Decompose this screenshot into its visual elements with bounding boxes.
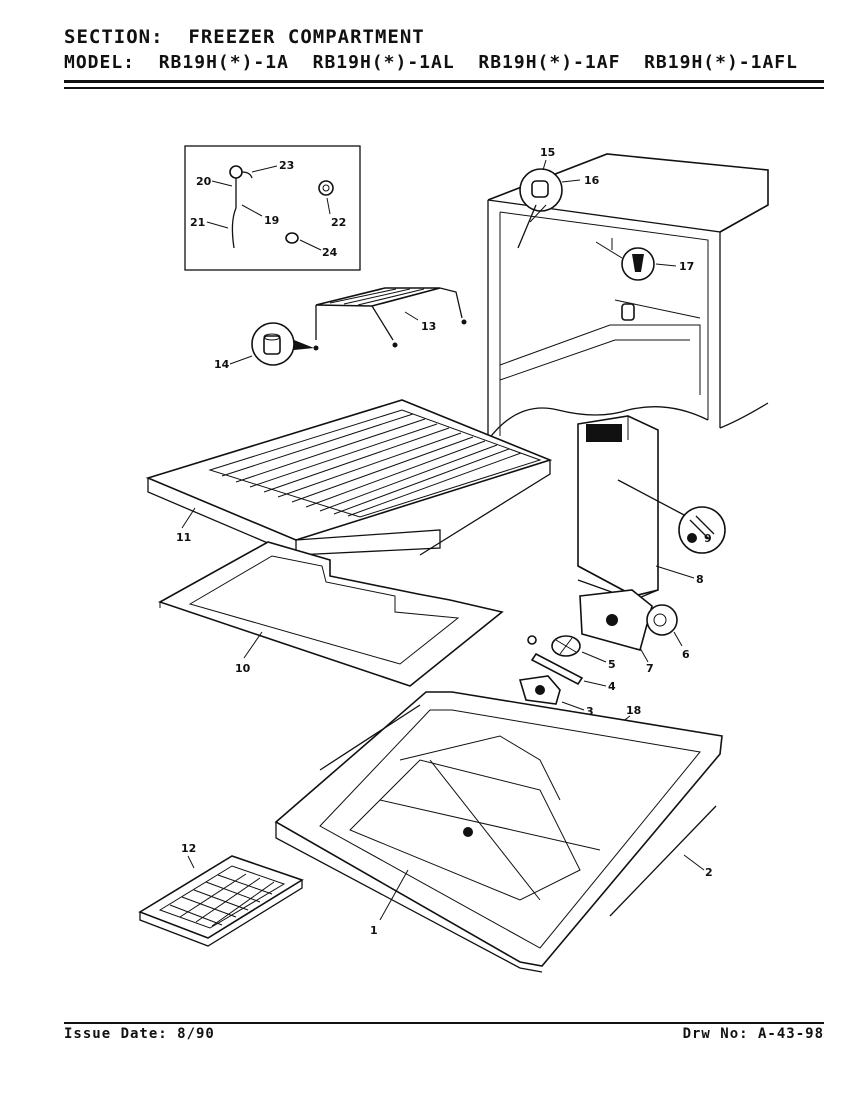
model-number: RB19H(*)-1AFL <box>644 52 798 73</box>
callout-12: 12 <box>181 842 196 855</box>
evaporator-cover: 8 <box>577 415 704 601</box>
callout-21: 21 <box>190 216 205 229</box>
shelf-support-detail: 14 <box>214 322 314 371</box>
callout-18: 18 <box>626 704 641 717</box>
callout-23: 23 <box>279 159 294 172</box>
callout-8: 8 <box>696 573 704 586</box>
freezer-cabinet <box>487 153 769 441</box>
fan-motor: 3 <box>518 675 594 718</box>
fan-shroud: 7 <box>579 589 654 675</box>
callout-15: 15 <box>540 146 555 159</box>
callout-11: 11 <box>176 531 191 544</box>
callout-19: 19 <box>264 214 279 227</box>
bezel-icon <box>285 232 299 244</box>
callout-16: 16 <box>584 174 600 187</box>
header-rule <box>64 87 824 89</box>
callout-3: 3 <box>586 705 594 718</box>
section-heading: SECTION: FREEZER COMPARTMENT <box>64 26 425 48</box>
callout-10: 10 <box>235 662 251 675</box>
fan-blade: 5 <box>527 635 616 671</box>
shelf-glass-insert: 10 <box>158 541 504 687</box>
callout-9: 9 <box>704 532 712 545</box>
thermostat-assembly <box>229 165 253 249</box>
freezer-shelf-rack: 13 <box>313 287 467 351</box>
model-number: RB19H(*)-1AF <box>478 52 621 73</box>
light-bulb-detail: 17 <box>595 241 694 281</box>
callout-13: 13 <box>421 320 436 333</box>
callout-14: 14 <box>214 358 230 371</box>
wire-shelf: 11 <box>145 399 553 556</box>
callout-6: 6 <box>682 648 690 661</box>
inset-detail-box: 23 20 19 21 22 24 <box>184 145 361 271</box>
section-label: SECTION: <box>64 26 164 48</box>
callout-20: 20 <box>196 175 212 188</box>
door-seal-strip: 2 <box>609 805 717 917</box>
grommet-detail: 6 <box>646 604 690 661</box>
knob-icon <box>318 180 334 196</box>
motor-bracket: 4 <box>530 652 616 693</box>
model-number: RB19H(*)-1A <box>158 52 289 73</box>
freezer-liner: 1 <box>274 691 723 973</box>
ice-cube-tray: 12 <box>138 842 304 947</box>
callout-22: 22 <box>331 216 346 229</box>
model-number: RB19H(*)-1AL <box>312 52 455 73</box>
footer-rule <box>64 1022 824 1024</box>
callout-1: 1 <box>370 924 378 937</box>
drawing-number: Drw No: A-43-98 <box>682 1026 824 1042</box>
screw-detail: 9 <box>678 506 726 554</box>
header-rule <box>64 80 824 83</box>
callout-2: 2 <box>705 866 713 879</box>
light-socket-detail: 15 16 <box>517 146 600 249</box>
model-label: MODEL: <box>64 52 136 73</box>
callout-5: 5 <box>608 658 616 671</box>
callout-24: 24 <box>322 246 338 259</box>
section-value: FREEZER COMPARTMENT <box>188 26 425 48</box>
model-heading: MODEL: RB19H(*)-1A RB19H(*)-1AL RB19H(*)… <box>64 52 798 73</box>
issue-date: Issue Date: 8/90 <box>64 1026 215 1042</box>
callout-7: 7 <box>646 662 654 675</box>
callout-17: 17 <box>679 260 694 273</box>
callout-4: 4 <box>608 680 616 693</box>
